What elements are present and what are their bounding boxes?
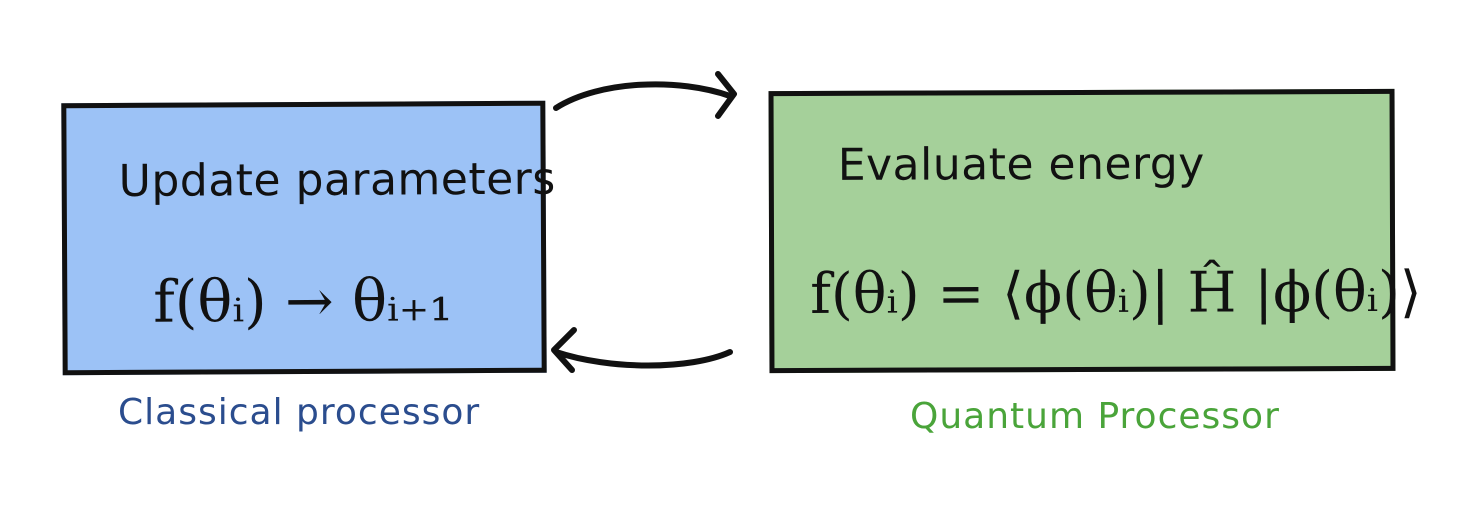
arrow-left-icon <box>551 327 733 373</box>
quantum-caption: Quantum Processor <box>910 396 1280 437</box>
classical-caption: Classical processor <box>118 392 481 433</box>
arrow-right-icon <box>553 71 737 119</box>
